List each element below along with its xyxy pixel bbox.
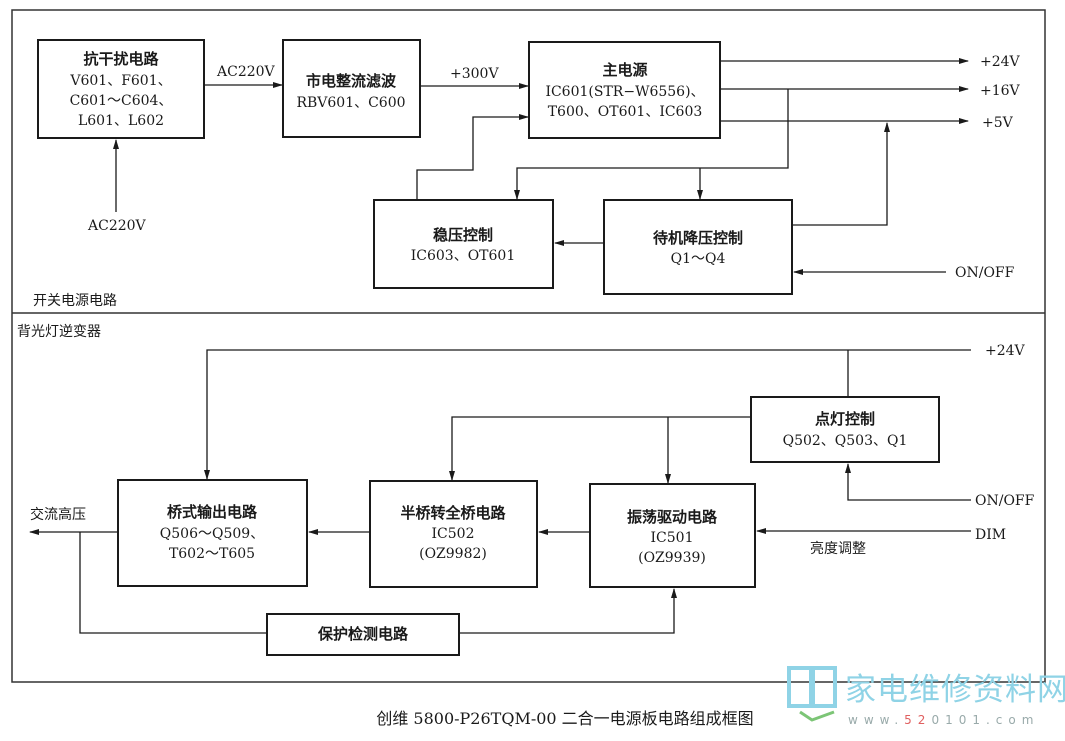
label-in-24v: +24V xyxy=(985,343,1026,359)
label-ac220v: AC220V xyxy=(216,64,276,80)
svg-text:桥式输出电路: 桥式输出电路 xyxy=(167,503,258,521)
block-oscillator-driver: 振荡驱动电路 IC501 (OZ9939) xyxy=(589,483,756,588)
svg-text:Q1～Q4: Q1～Q4 xyxy=(671,251,726,267)
svg-text:T602～T605: T602～T605 xyxy=(169,546,255,562)
label-dim: DIM xyxy=(975,527,1006,543)
svg-text:待机降压控制: 待机降压控制 xyxy=(653,229,743,247)
svg-text:主电源: 主电源 xyxy=(602,61,647,79)
outer-frame xyxy=(11,9,1046,683)
svg-text:(OZ9939): (OZ9939) xyxy=(638,550,706,566)
logo-name: 家电维修资料网 xyxy=(845,672,1065,708)
label-ac220v-input: AC220V xyxy=(87,218,147,234)
svg-text:(OZ9982): (OZ9982) xyxy=(419,546,487,562)
section-label-inverter: 背光灯逆变器 xyxy=(17,324,101,340)
svg-text:市电整流滤波: 市电整流滤波 xyxy=(306,72,397,90)
logo-url: www.520101.com xyxy=(848,713,1039,727)
svg-text:保护检测电路: 保护检测电路 xyxy=(317,625,409,643)
label-onoff-power: ON/OFF xyxy=(955,265,1015,281)
svg-text:IC603、OT601: IC603、OT601 xyxy=(411,248,516,264)
svg-text:C601～C604、: C601～C604、 xyxy=(70,93,173,109)
block-half-to-full-bridge: 半桥转全桥电路 IC502 (OZ9982) xyxy=(369,480,538,588)
svg-text:Q502、Q503、Q1: Q502、Q503、Q1 xyxy=(783,433,908,449)
svg-text:半桥转全桥电路: 半桥转全桥电路 xyxy=(400,504,506,522)
label-onoff-inverter: ON/OFF xyxy=(975,493,1035,509)
book-icon xyxy=(787,666,837,722)
svg-text:RBV601、C600: RBV601、C600 xyxy=(296,95,405,111)
svg-text:T600、OT601、IC603: T600、OT601、IC603 xyxy=(548,104,703,120)
label-out-5v: +5V xyxy=(982,115,1014,131)
block-title: 抗干扰电路 xyxy=(83,50,159,68)
power-wires xyxy=(113,58,969,275)
svg-text:IC501: IC501 xyxy=(651,530,694,546)
block-bridge-output: 桥式输出电路 Q506～Q509、 T602～T605 xyxy=(117,479,308,587)
svg-text:L601、L602: L601、L602 xyxy=(78,113,164,129)
section-label-power: 开关电源电路 xyxy=(33,293,117,309)
svg-text:点灯控制: 点灯控制 xyxy=(815,410,875,428)
label-out-16v: +16V xyxy=(980,83,1021,99)
site-logo: 家电维修资料网 www.520101.com xyxy=(787,666,1065,727)
label-300v: +300V xyxy=(450,66,499,82)
block-protection-detect: 保护检测电路 xyxy=(266,613,460,656)
svg-text:IC502: IC502 xyxy=(432,526,475,542)
svg-text:Q506～Q509、: Q506～Q509、 xyxy=(160,526,264,542)
block-standby: 待机降压控制 Q1～Q4 xyxy=(603,199,793,295)
block-rectifier: 市电整流滤波 RBV601、C600 xyxy=(282,39,421,138)
svg-text:V601、F601、: V601、F601、 xyxy=(69,73,171,89)
block-lamp-control: 点灯控制 Q502、Q503、Q1 xyxy=(750,396,940,463)
label-out-24v: +24V xyxy=(980,54,1021,70)
block-emi-filter: 抗干扰电路 V601、F601、 C601～C604、 L601、L602 xyxy=(37,39,205,139)
svg-text:IC601(STR−W6556)、: IC601(STR−W6556)、 xyxy=(545,84,704,100)
figure-caption: 创维 5800-P26TQM-00 二合一电源板电路组成框图 xyxy=(376,709,753,728)
label-brightness: 亮度调整 xyxy=(810,540,866,557)
svg-text:振荡驱动电路: 振荡驱动电路 xyxy=(627,508,718,526)
label-hv-output: 交流高压 xyxy=(30,506,86,523)
block-regulation: 稳压控制 IC603、OT601 xyxy=(373,199,554,289)
inverter-wires xyxy=(29,349,971,634)
svg-text:稳压控制: 稳压控制 xyxy=(433,226,493,244)
block-main-power: 主电源 IC601(STR−W6556)、 T600、OT601、IC603 xyxy=(528,41,721,139)
